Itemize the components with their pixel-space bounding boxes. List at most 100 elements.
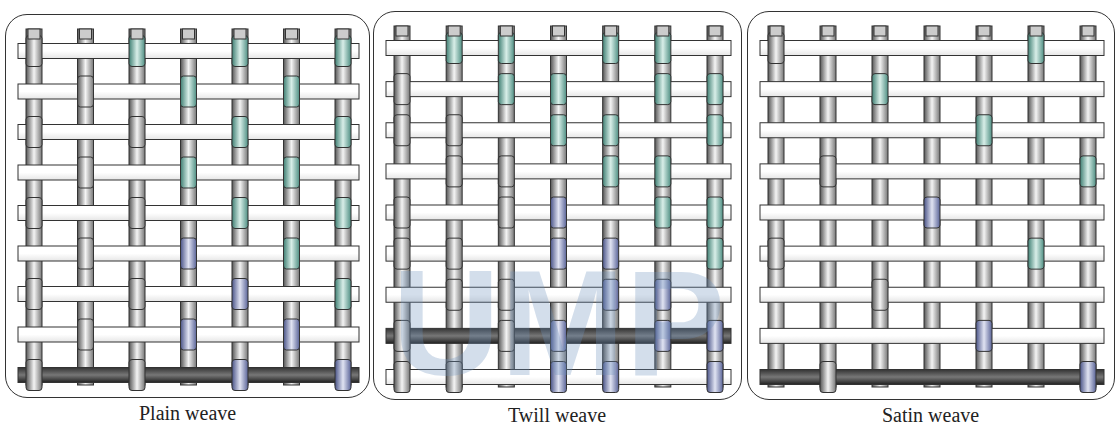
warp-float bbox=[26, 36, 42, 67]
warp-float bbox=[707, 197, 723, 228]
warp-end bbox=[926, 26, 938, 36]
weft-yarn bbox=[760, 328, 1104, 343]
caption-text: Twill weave bbox=[508, 404, 606, 427]
weft-yarn bbox=[18, 368, 359, 383]
warp-end bbox=[28, 29, 40, 39]
warp-float bbox=[872, 74, 888, 105]
warp-float bbox=[284, 76, 300, 107]
warp-float bbox=[78, 319, 94, 350]
warp-float bbox=[232, 279, 248, 310]
warp-float bbox=[976, 115, 992, 146]
warp-end bbox=[234, 29, 246, 39]
warp-end bbox=[1030, 26, 1042, 36]
warp-end bbox=[131, 29, 143, 39]
warp-float bbox=[181, 157, 197, 188]
weave-panel: Plain weave bbox=[5, 14, 370, 426]
warp-float bbox=[129, 36, 145, 67]
warp-float bbox=[232, 198, 248, 229]
warp-float bbox=[232, 36, 248, 67]
caption-text: Satin weave bbox=[882, 404, 979, 427]
warp-end bbox=[448, 26, 460, 36]
warp-float bbox=[129, 279, 145, 310]
weft-yarn bbox=[760, 123, 1104, 138]
warp-float bbox=[26, 117, 42, 148]
weft-yarn bbox=[18, 206, 359, 221]
weft-yarn bbox=[760, 82, 1104, 97]
warp-float bbox=[446, 156, 462, 187]
warp-end bbox=[978, 26, 990, 36]
warp-float bbox=[820, 362, 836, 393]
warp-float bbox=[498, 33, 514, 64]
warp-float bbox=[78, 157, 94, 188]
warp-float bbox=[335, 36, 351, 67]
warp-end bbox=[822, 26, 834, 36]
warp-float bbox=[1080, 362, 1096, 393]
caption-text: Plain weave bbox=[139, 402, 236, 425]
weft-yarn bbox=[386, 41, 731, 56]
warp-float bbox=[655, 33, 671, 64]
warp-float bbox=[551, 115, 567, 146]
warp-float bbox=[26, 360, 42, 391]
warp-float bbox=[129, 198, 145, 229]
warp-float bbox=[976, 320, 992, 351]
warp-end bbox=[500, 26, 512, 36]
warp-float bbox=[603, 115, 619, 146]
warp-float bbox=[394, 115, 410, 146]
weft-yarn bbox=[760, 41, 1104, 56]
warp-float bbox=[335, 198, 351, 229]
warp-float bbox=[335, 117, 351, 148]
warp-float bbox=[1080, 156, 1096, 187]
warp-float bbox=[446, 33, 462, 64]
warp-end bbox=[657, 26, 669, 36]
warp-float bbox=[603, 33, 619, 64]
weave-yarns bbox=[760, 26, 1104, 393]
warp-float bbox=[232, 117, 248, 148]
warp-end bbox=[396, 26, 408, 36]
warp-float bbox=[78, 238, 94, 269]
warp-float bbox=[394, 74, 410, 105]
warp-float bbox=[655, 197, 671, 228]
weave-illustration bbox=[748, 12, 1115, 400]
weft-yarn bbox=[760, 287, 1104, 302]
warp-end bbox=[709, 26, 721, 36]
warp-float bbox=[284, 157, 300, 188]
panel-frame bbox=[747, 11, 1115, 400]
warp-end bbox=[183, 29, 195, 39]
warp-float bbox=[78, 76, 94, 107]
weft-yarn bbox=[18, 287, 359, 302]
warp-float bbox=[26, 279, 42, 310]
weft-yarn bbox=[18, 44, 359, 59]
warp-float bbox=[551, 197, 567, 228]
weave-panel: Satin weave bbox=[747, 11, 1115, 428]
weft-yarn bbox=[18, 125, 359, 140]
warp-float bbox=[498, 156, 514, 187]
warp-float bbox=[26, 198, 42, 229]
warp-float bbox=[394, 197, 410, 228]
warp-float bbox=[181, 238, 197, 269]
weft-yarn bbox=[386, 164, 731, 179]
warp-float bbox=[872, 279, 888, 310]
warp-float bbox=[335, 279, 351, 310]
warp-float bbox=[335, 360, 351, 391]
warp-float bbox=[820, 156, 836, 187]
weft-yarn bbox=[760, 164, 1104, 179]
warp-float bbox=[284, 238, 300, 269]
warp-end bbox=[605, 26, 617, 36]
warp-float bbox=[707, 74, 723, 105]
warp-float bbox=[655, 74, 671, 105]
warp-end bbox=[553, 26, 565, 36]
warp-float bbox=[603, 156, 619, 187]
weave-yarns bbox=[18, 29, 359, 391]
warp-float bbox=[232, 360, 248, 391]
warp-float bbox=[284, 319, 300, 350]
warp-float bbox=[655, 156, 671, 187]
warp-end bbox=[286, 29, 298, 39]
warp-float bbox=[768, 238, 784, 269]
warp-end bbox=[1082, 26, 1094, 36]
weave-illustration bbox=[6, 15, 370, 398]
warp-float bbox=[181, 319, 197, 350]
warp-float bbox=[707, 115, 723, 146]
warp-float bbox=[498, 74, 514, 105]
warp-end bbox=[874, 26, 886, 36]
warp-float bbox=[1028, 33, 1044, 64]
